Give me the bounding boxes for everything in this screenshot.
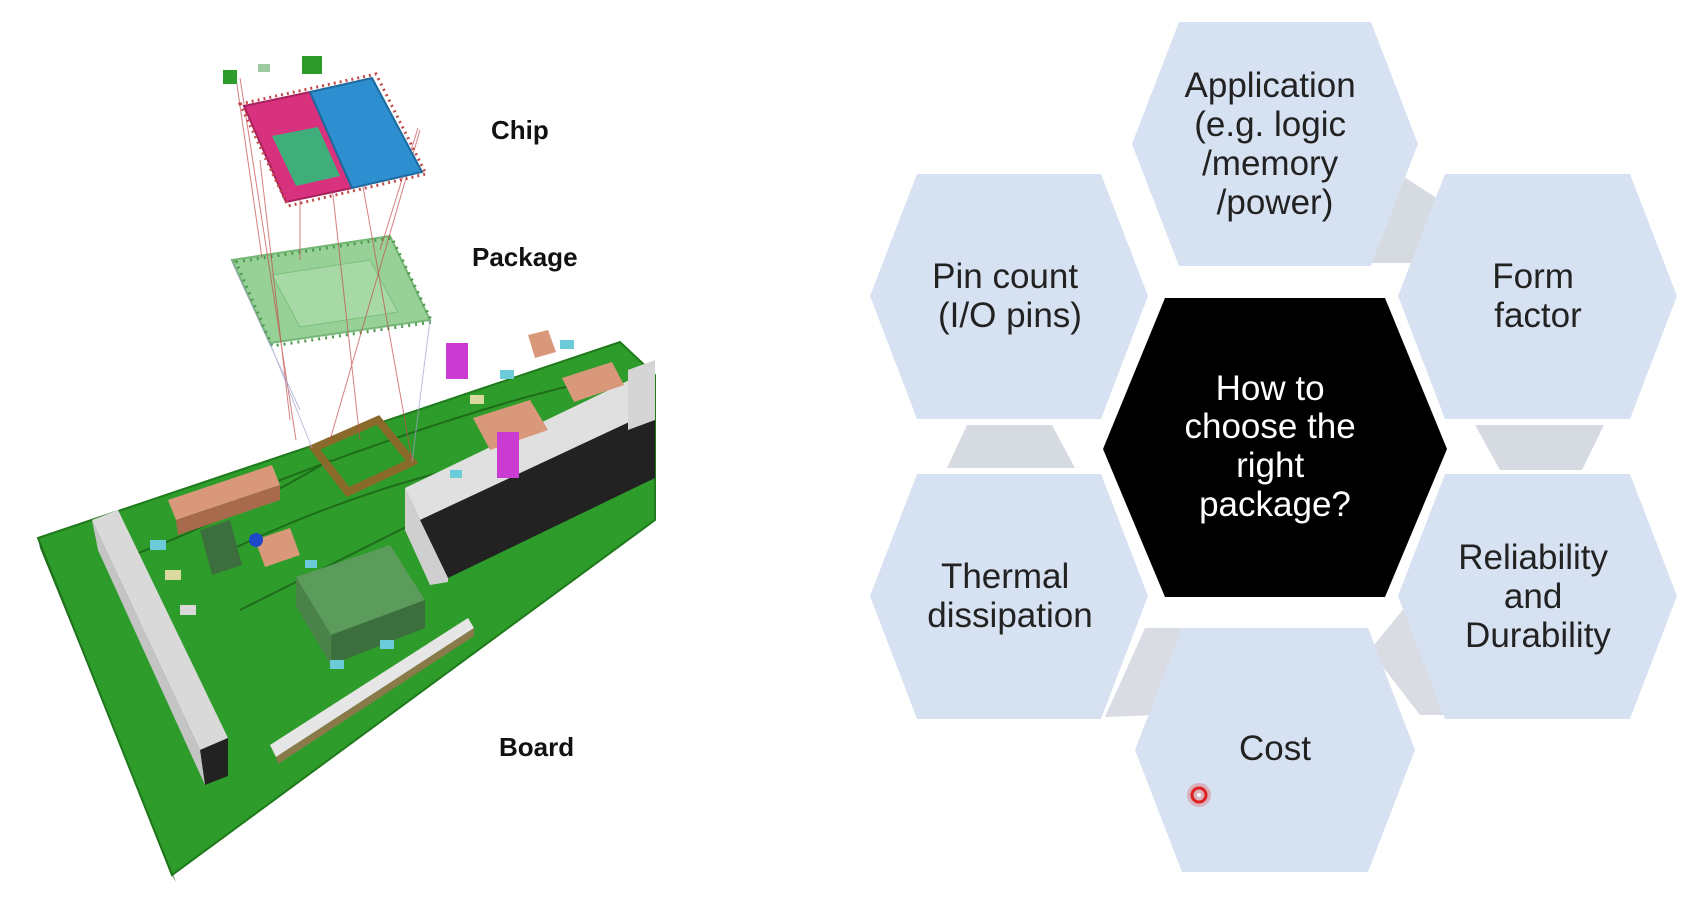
hex-pin-count-text: Pin count (I/O pins) (932, 257, 1088, 335)
chip-package-board-illustration: Chip Package Board (36, 56, 656, 882)
laser-pointer-icon (1187, 783, 1211, 807)
hex-form-factor-text: Form factor (1492, 257, 1583, 335)
interconnect-wires (235, 77, 421, 461)
hex-application (1132, 22, 1418, 266)
board-components (150, 330, 624, 669)
package-label: Package (472, 242, 578, 272)
chip-die (223, 56, 429, 208)
package-to-board-wires (231, 261, 431, 463)
hex-cost (1135, 628, 1415, 872)
hex-center-question (1103, 298, 1447, 597)
package-substrate (230, 234, 435, 348)
hex-thermal-text: Thermal dissipation (927, 557, 1092, 635)
board-connector-left (92, 510, 228, 785)
hex-application-text: Application (e.g. logic /memory /power) (1185, 66, 1366, 222)
hex-thermal (870, 474, 1148, 719)
hex-reliability (1398, 474, 1677, 719)
hex-center-text: How to choose the right package? (1185, 369, 1366, 524)
hex-cost-text: Cost (1239, 729, 1311, 768)
hex-reliability-text: Reliability and Durability (1458, 538, 1618, 655)
package-selection-hex-diagram: Application (e.g. logic /memory /power) … (870, 22, 1677, 872)
hex-pin-count (870, 174, 1148, 419)
magenta-capacitor-1 (446, 343, 468, 379)
board-connector-right (405, 360, 655, 585)
board-label: Board (499, 732, 574, 762)
hex-form-factor (1398, 174, 1677, 419)
board-connector-bottom (270, 618, 474, 764)
chip-label: Chip (491, 115, 549, 145)
magenta-capacitor-2 (497, 432, 519, 478)
